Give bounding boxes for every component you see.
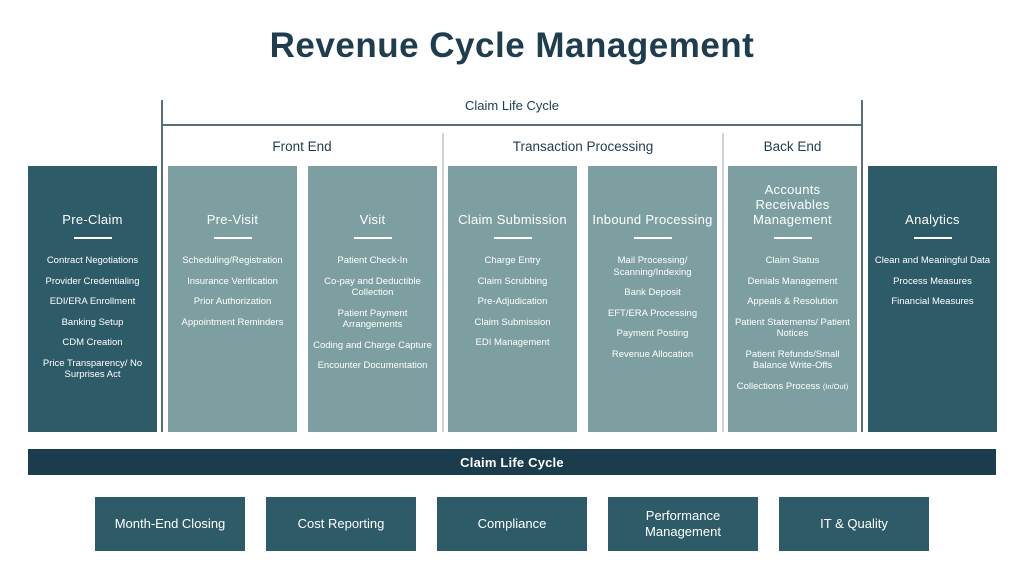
list-item: Patient Statements/ Patient Notices — [734, 316, 851, 340]
column-items: Patient Check-In Co-pay and Deductible C… — [308, 255, 437, 372]
box-performance-management: Performance Management — [608, 497, 758, 551]
list-item: Price Transparency/ No Surprises Act — [42, 357, 143, 381]
list-item: Claim Status — [765, 255, 820, 266]
list-item: Claim Scrubbing — [477, 275, 548, 287]
column-items: Charge Entry Claim Scrubbing Pre-Adjudic… — [448, 255, 577, 349]
column-inbound-processing: Inbound Processing Mail Processing/ Scan… — [588, 166, 717, 432]
list-item: Appeals & Resolution — [747, 296, 838, 307]
list-item: Prior Authorization — [193, 296, 272, 307]
list-item: Process Measures — [893, 275, 972, 287]
list-item: EDI/ERA Enrollment — [49, 296, 136, 307]
list-item: Banking Setup — [61, 316, 124, 328]
column-title: Pre-Claim — [62, 212, 123, 227]
list-item: Patient Refunds/Small Balance Write-Offs — [745, 348, 840, 372]
box-it-and-quality: IT & Quality — [779, 497, 929, 551]
list-item: Appointment Reminders — [181, 316, 284, 328]
column-pre-visit: Pre-Visit Scheduling/Registration Insura… — [168, 166, 297, 432]
column-title-rule — [633, 237, 672, 239]
column-title: Visit — [359, 212, 386, 227]
list-item: Pre-Adjudication — [477, 296, 548, 307]
column-claim-submission: Claim Submission Charge Entry Claim Scru… — [448, 166, 577, 432]
list-item: Collections Process (In/Out) — [731, 381, 854, 393]
box-month-end-closing: Month-End Closing — [95, 497, 245, 551]
list-item: Patient Check-In — [337, 255, 408, 266]
list-item: Payment Posting — [616, 328, 689, 339]
column-title-rule — [213, 237, 252, 239]
list-item-suffix: (In/Out) — [822, 381, 849, 391]
column-title-rule — [773, 237, 812, 239]
list-item: Co-pay and Deductible Collection — [324, 275, 421, 299]
list-item: EDI Management — [475, 337, 550, 348]
list-item: Mail Processing/ Scanning/Indexing — [613, 255, 692, 278]
list-item: Insurance Verification — [187, 275, 278, 287]
list-item: Scheduling/Registration — [182, 255, 283, 266]
list-item: Coding and Charge Capture — [313, 339, 432, 351]
column-analytics: Analytics Clean and Meaningful Data Proc… — [868, 166, 997, 432]
list-item: Charge Entry — [484, 255, 541, 266]
column-title: Pre-Visit — [206, 212, 259, 227]
claim-life-cycle-bracket-label: Claim Life Cycle — [465, 98, 559, 113]
column-title-rule — [493, 237, 532, 239]
section-label-transaction-processing: Transaction Processing — [512, 139, 654, 154]
column-visit: Visit Patient Check-In Co-pay and Deduct… — [308, 166, 437, 432]
list-item: Provider Credentialing — [45, 275, 140, 287]
section-divider-line — [722, 133, 724, 432]
bracket-right-line — [861, 100, 863, 432]
column-items: Contract Negotiations Provider Credentia… — [28, 255, 157, 381]
column-items: Scheduling/Registration Insurance Verifi… — [168, 255, 297, 328]
claim-life-cycle-bar: Claim Life Cycle — [28, 449, 996, 475]
column-items: Claim Status Denials Management Appeals … — [728, 255, 857, 392]
column-title: Claim Submission — [458, 212, 567, 227]
list-item: Denials Management — [747, 275, 838, 287]
column-title: Analytics — [905, 212, 960, 227]
column-title: Accounts Receivables Management — [753, 182, 832, 227]
list-item: Patient Payment Arrangements — [337, 307, 408, 331]
list-item: Bank Deposit — [624, 287, 681, 298]
column-title-rule — [913, 237, 952, 239]
list-item: Claim Submission — [474, 316, 551, 328]
box-cost-reporting: Cost Reporting — [266, 497, 416, 551]
list-item: Revenue Allocation — [611, 348, 694, 360]
list-item: Financial Measures — [891, 296, 974, 307]
box-compliance: Compliance — [437, 497, 587, 551]
section-label-front-end: Front End — [272, 139, 332, 154]
list-item: Clean and Meaningful Data — [874, 255, 991, 266]
page-title: Revenue Cycle Management — [269, 26, 755, 65]
list-item: EFT/ERA Processing — [607, 307, 698, 319]
column-pre-claim: Pre-Claim Contract Negotiations Provider… — [28, 166, 157, 432]
list-item-text: Collections Process — [736, 380, 821, 392]
list-item: Contract Negotiations — [46, 255, 139, 266]
section-divider-line — [442, 133, 444, 432]
column-accounts-receivables-management: Accounts Receivables Management Claim St… — [728, 166, 857, 432]
bracket-left-line — [161, 100, 163, 432]
list-item: Encounter Documentation — [317, 360, 428, 371]
column-title: Inbound Processing — [592, 212, 713, 227]
column-title-rule — [73, 237, 112, 239]
list-item: CDM Creation — [62, 337, 123, 348]
section-label-back-end: Back End — [763, 139, 822, 154]
column-items: Clean and Meaningful Data Process Measur… — [868, 255, 997, 308]
column-title-rule — [353, 237, 392, 239]
column-items: Mail Processing/ Scanning/Indexing Bank … — [588, 255, 717, 360]
bracket-horizontal-line — [161, 124, 863, 126]
